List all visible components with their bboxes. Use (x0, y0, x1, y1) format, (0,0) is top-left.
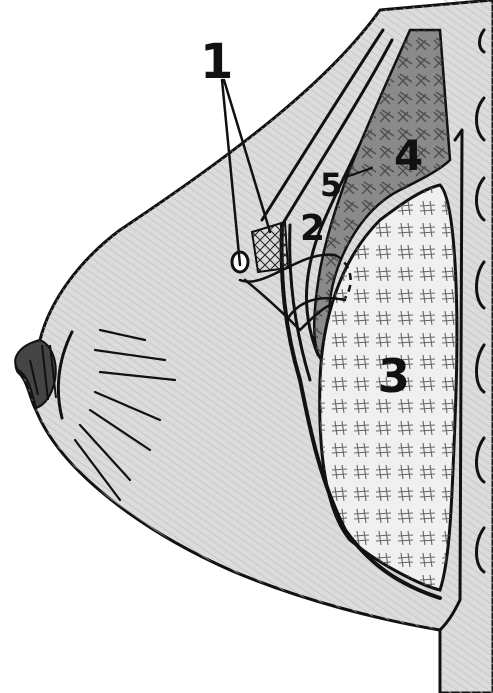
label-3: 3 (378, 349, 410, 403)
label-4: 4 (394, 131, 423, 180)
label-1: 1 (200, 34, 233, 90)
label-2: 2 (300, 208, 325, 249)
label-5: 5 (320, 166, 342, 204)
